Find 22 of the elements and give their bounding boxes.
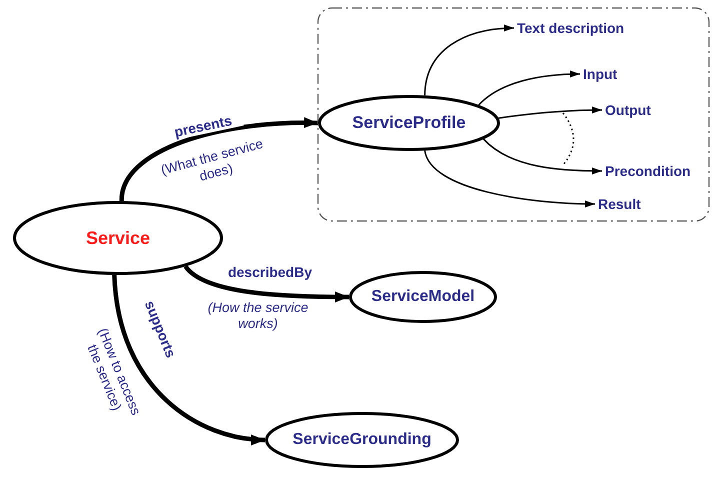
dashed-frame [317, 7, 710, 222]
node-label: ServiceModel [371, 288, 475, 306]
ellipse-node [349, 271, 497, 323]
ellipse-node [265, 412, 459, 468]
ellipse-node [13, 201, 223, 275]
term-label: Text description [517, 17, 657, 39]
arrow [424, 150, 596, 208]
ellipse-node [318, 95, 500, 151]
node-label: ServiceGrounding [292, 431, 432, 449]
node-label: Service [86, 228, 150, 248]
arrow [478, 70, 580, 106]
arrow [184, 264, 349, 302]
arrow [119, 117, 318, 202]
term-label: Precondition [605, 160, 707, 182]
node-label: ServiceProfile [352, 113, 466, 133]
arrow [112, 274, 266, 445]
arrow [498, 106, 602, 119]
term-label: Output [605, 99, 665, 121]
term-label: Input [583, 63, 633, 85]
arrow [483, 138, 602, 174]
arrow [424, 24, 514, 96]
term-label: Result [598, 193, 653, 215]
